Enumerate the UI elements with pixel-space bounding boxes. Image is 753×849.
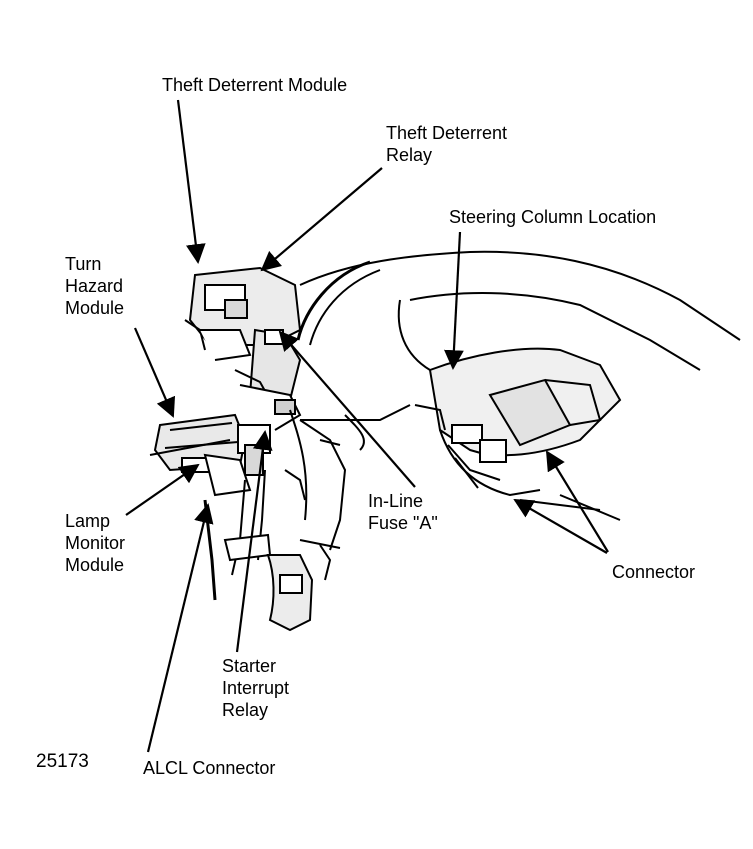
arrow-connector-2 — [545, 450, 609, 553]
label-turn-hazard-module: Turn Hazard Module — [65, 253, 124, 319]
label-line: Turn — [65, 254, 102, 274]
label-line: Fuse "A" — [368, 513, 438, 533]
figure-number-text: 25173 — [36, 751, 89, 772]
label-line: Connector — [612, 562, 696, 582]
label-line: Steering Column Location — [449, 207, 657, 227]
label-theft-deterrent-relay: Theft Deterrent Relay — [386, 122, 507, 166]
label-line: ALCL Connector — [143, 758, 276, 778]
label-line: Monitor — [65, 533, 126, 553]
label-line: Relay — [386, 145, 433, 165]
label-line: Lamp — [65, 511, 111, 531]
arrow-lamp-monitor-module — [125, 463, 200, 516]
label-line: Module — [65, 555, 125, 575]
figure-number: 25173 — [36, 751, 89, 773]
label-line: Interrupt — [222, 678, 290, 698]
arrow-theft-deterrent-module — [176, 99, 206, 264]
arrow-connector-1 — [513, 499, 608, 554]
arrow-starter-interrupt-relay — [235, 430, 273, 653]
label-alcl-connector: ALCL Connector — [143, 757, 275, 779]
label-lamp-monitor-module: Lamp Monitor Module — [65, 510, 125, 576]
label-line: Starter — [222, 656, 277, 676]
arrow-in-line-fuse — [278, 330, 416, 488]
label-line: Theft Deterrent — [386, 123, 508, 143]
label-line: Relay — [222, 700, 269, 720]
arrow-steering-column-location — [444, 231, 464, 370]
arrow-theft-deterrent-relay — [260, 167, 383, 272]
label-steering-column-location: Steering Column Location — [449, 206, 656, 228]
label-line: Hazard — [65, 276, 124, 296]
label-theft-deterrent-module: Theft Deterrent Module — [162, 74, 347, 96]
label-in-line-fuse: In-Line Fuse "A" — [368, 490, 438, 534]
label-line: Theft Deterrent Module — [162, 75, 348, 95]
label-starter-interrupt-relay: Starter Interrupt Relay — [222, 655, 289, 721]
label-line: In-Line — [368, 491, 424, 511]
arrow-turn-hazard-module — [133, 327, 176, 418]
label-line: Module — [65, 298, 125, 318]
label-connector: Connector — [612, 561, 695, 583]
leader-arrows — [125, 99, 609, 753]
arrow-alcl-connector — [146, 503, 214, 753]
instrument-panel-drawing — [149, 250, 741, 632]
